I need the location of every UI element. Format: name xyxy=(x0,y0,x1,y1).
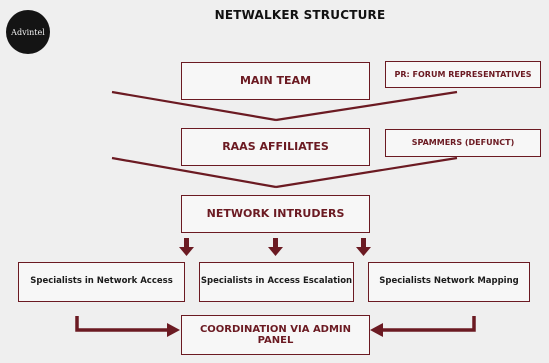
connector-main-right xyxy=(275,90,458,122)
connector-main-left xyxy=(111,90,277,122)
bracket-arrow-right-icon xyxy=(382,316,476,332)
logo-text: Advintel xyxy=(11,27,45,37)
box-intruders-label: NETWORK INTRUDERS xyxy=(206,206,345,220)
box-pr-forum-representatives: PR: FORUM REPRESENTATIVES xyxy=(385,61,541,88)
box-spammers: SPAMMERS (DEFUNCT) xyxy=(385,129,541,157)
diagram-title: NETWALKER STRUCTURE xyxy=(214,8,386,22)
down-arrow-center-icon xyxy=(268,238,283,256)
box-specialists-network-access: Specialists in Network Access xyxy=(18,262,185,302)
advintel-logo: Advintel xyxy=(6,10,50,54)
bracket-arrowhead-right-icon xyxy=(370,323,383,337)
box-raas-affiliates: RAAS AFFILIATES xyxy=(181,128,370,166)
down-arrow-right-icon xyxy=(356,238,371,256)
connector-raas-right xyxy=(275,156,458,189)
box-main-team: MAIN TEAM xyxy=(181,62,370,100)
box-spec-escalation-label: Specialists in Access Escalation xyxy=(200,276,353,287)
box-pr-label: PR: FORUM REPRESENTATIVES xyxy=(394,69,532,79)
box-raas-label: RAAS AFFILIATES xyxy=(222,139,329,153)
box-specialists-access-escalation: Specialists in Access Escalation xyxy=(199,262,354,302)
box-coordination-admin-panel: COORDINATION VIA ADMIN PANEL xyxy=(181,315,370,355)
bracket-arrow-left-icon xyxy=(75,316,168,332)
box-main-team-label: MAIN TEAM xyxy=(239,73,312,87)
box-coordination-label: COORDINATION VIA ADMIN PANEL xyxy=(199,323,352,347)
box-specialists-network-mapping: Specialists Network Mapping xyxy=(368,262,530,302)
box-spec-access-label: Specialists in Network Access xyxy=(30,276,173,287)
connector-raas-left xyxy=(111,156,277,189)
down-arrow-left-icon xyxy=(179,238,194,256)
box-spammers-label: SPAMMERS (DEFUNCT) xyxy=(411,138,515,148)
bracket-arrowhead-left-icon xyxy=(167,323,180,337)
box-network-intruders: NETWORK INTRUDERS xyxy=(181,195,370,233)
box-spec-mapping-label: Specialists Network Mapping xyxy=(379,276,519,287)
